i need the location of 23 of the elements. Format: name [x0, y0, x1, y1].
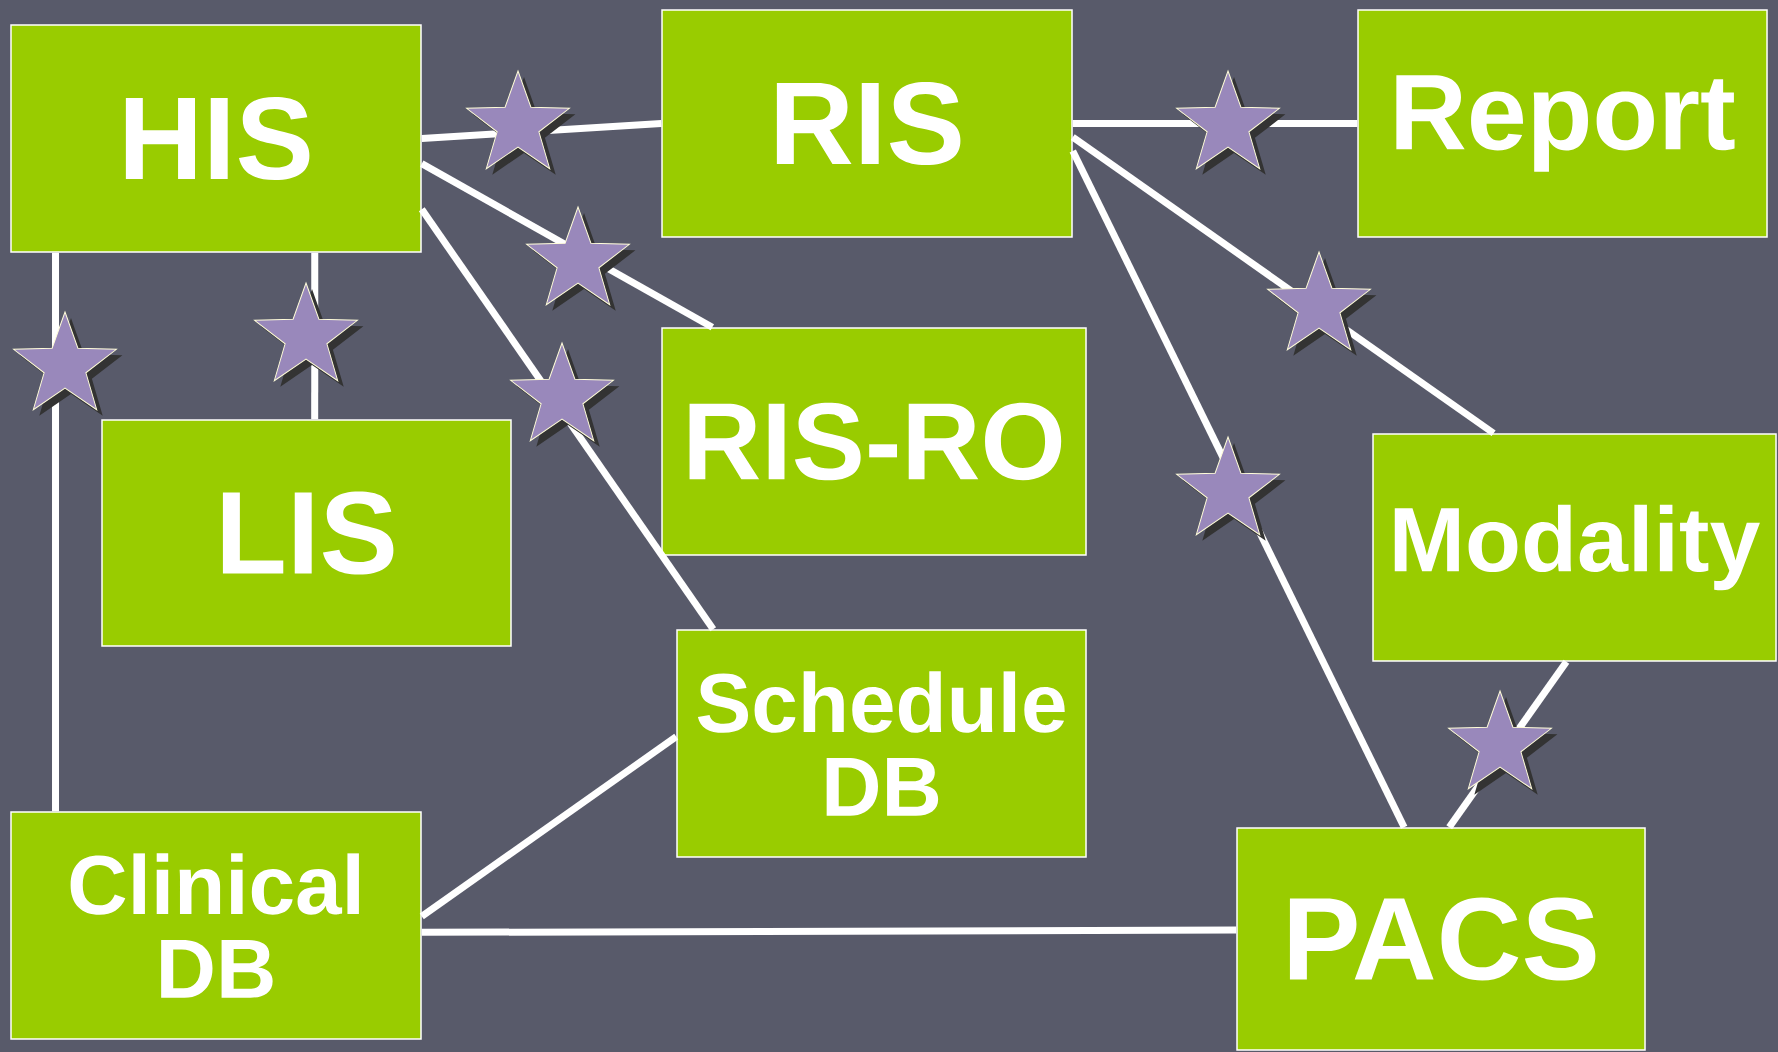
- system-box: LIS: [101, 419, 512, 647]
- system-box: RIS-RO: [661, 327, 1087, 556]
- connector-line: [52, 252, 59, 812]
- star-icon: [1176, 436, 1286, 541]
- system-box: Modality: [1372, 433, 1777, 662]
- system-box: Clinical DB: [10, 811, 422, 1040]
- star-icon: [510, 342, 620, 447]
- connector-line: [421, 926, 1237, 936]
- star-icon: [1176, 70, 1286, 175]
- connector-line: [1069, 149, 1408, 829]
- system-box: PACS: [1236, 827, 1646, 1051]
- system-box: HIS: [10, 24, 422, 253]
- connector-line: [419, 733, 679, 920]
- star-icon: [1267, 251, 1377, 356]
- system-box: RIS: [661, 9, 1073, 238]
- star-icon: [13, 311, 123, 416]
- star-icon: [254, 282, 364, 387]
- system-box: Schedule DB: [676, 629, 1087, 858]
- star-icon: [466, 70, 576, 175]
- connector-line: [418, 207, 717, 632]
- star-icon: [1448, 690, 1558, 795]
- star-icon: [526, 206, 636, 311]
- system-box: Report: [1357, 9, 1768, 238]
